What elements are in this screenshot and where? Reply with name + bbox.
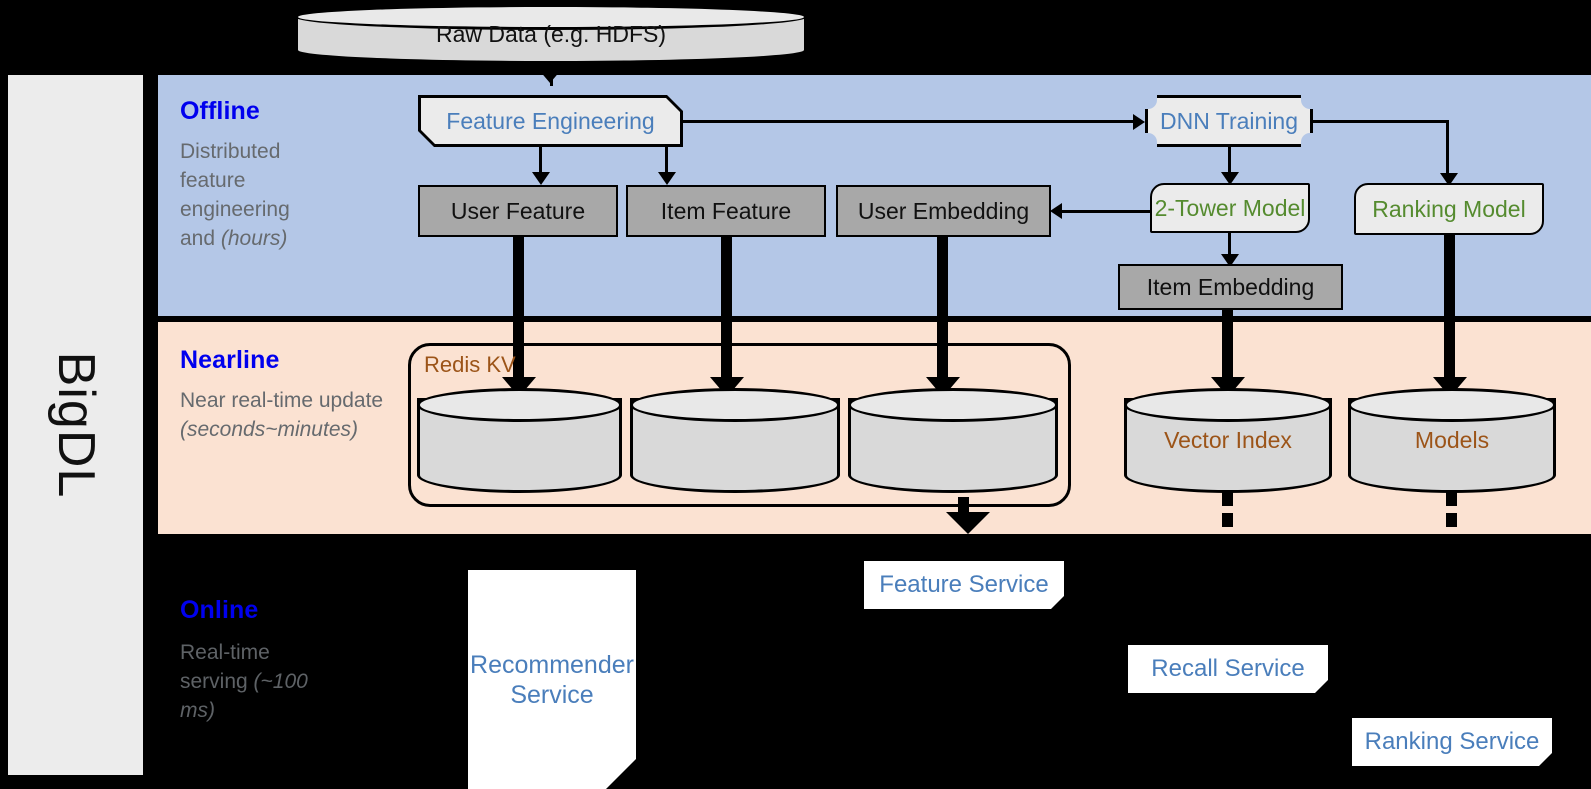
cylinder-top <box>417 388 622 422</box>
recall-service-doc[interactable]: Recall Service <box>1128 645 1328 693</box>
item-embedding-label: Item Embedding <box>1146 273 1315 300</box>
models-cylinder[interactable]: Models <box>1348 388 1556 493</box>
redis-store-3[interactable] <box>848 388 1058 493</box>
cylinder-top <box>295 4 807 30</box>
vector-index-label: Vector Index <box>1164 427 1292 453</box>
arrowhead-fe-itemfeature <box>658 172 676 185</box>
models-label: Models <box>1414 427 1490 453</box>
band-nearline-title: Nearline <box>180 346 280 374</box>
recommender-service-label: Recommender Service <box>470 650 634 709</box>
arrowhead-twotower-itememb <box>1221 254 1239 267</box>
connector-models-ranking-2 <box>1446 513 1457 527</box>
page-fold-icon <box>606 759 636 789</box>
dnn-training-box[interactable]: DNN Training <box>1143 93 1315 149</box>
redis-store-3-label <box>848 388 1058 493</box>
cylinder-top <box>848 388 1058 422</box>
dnn-training-label: DNN Training <box>1148 98 1310 144</box>
connector-dnn-ranking-h <box>1313 120 1449 123</box>
vector-index-cylinder[interactable]: Vector Index <box>1124 388 1332 493</box>
redis-store-1[interactable] <box>417 388 622 493</box>
bigdl-label: BigDL <box>46 351 105 499</box>
page-fold-icon <box>1051 596 1064 609</box>
arrowhead-twotower-userembedding <box>1050 203 1062 219</box>
pipe-itemfeature-store <box>721 237 732 389</box>
cylinder-top <box>1348 388 1556 422</box>
connector-models-ranking-1 <box>1446 490 1457 506</box>
bigdl-sidebar: BigDL <box>8 75 143 775</box>
feature-engineering-label: Feature Engineering <box>421 98 680 144</box>
user-embedding-label: User Embedding <box>857 197 1030 224</box>
item-embedding-box[interactable]: Item Embedding <box>1118 264 1343 310</box>
pipe-rankingmodel-models <box>1444 235 1455 389</box>
arrowhead-fe-dnn <box>1133 114 1145 130</box>
arrowhead-dnn-twotower <box>1221 172 1239 185</box>
raw-data-label: Raw Data (e.g. HDFS) <box>435 20 667 47</box>
redis-kv-label: Redis KV <box>424 352 516 377</box>
band-offline-desc-emphasis: (hours) <box>220 227 288 250</box>
cylinder-top <box>1124 388 1332 422</box>
connector-dnn-twotower <box>1228 147 1231 177</box>
raw-data-cylinder: Raw Data (e.g. HDFS) <box>295 4 807 64</box>
page-fold-icon <box>1539 753 1552 766</box>
recall-service-label: Recall Service <box>1151 655 1305 682</box>
item-feature-box[interactable]: Item Feature <box>626 185 826 237</box>
connector-redis-featureservice <box>958 497 969 513</box>
band-online-description: Real-time serving (~100 ms) <box>180 638 330 725</box>
band-offline-description: Distributed feature engineering and (hou… <box>180 137 320 253</box>
ranking-service-label: Ranking Service <box>1364 728 1540 755</box>
pipe-userfeature-store <box>513 237 524 389</box>
arrowhead-dnn-ranking <box>1440 173 1458 186</box>
pipe-userembedding-store <box>937 237 948 389</box>
feature-service-label: Feature Service <box>879 571 1049 598</box>
band-nearline-desc-emphasis: (seconds~minutes) <box>180 418 358 441</box>
item-feature-label: Item Feature <box>660 197 792 224</box>
band-offline-desc-text: Distributed feature engineering and <box>180 140 290 250</box>
band-nearline-desc-text: Near real-time update <box>180 389 384 412</box>
redis-store-1-label <box>417 388 622 493</box>
connector-dnn-ranking-v <box>1446 120 1449 178</box>
band-offline-title: Offline <box>180 97 260 125</box>
two-tower-model-label: 2-Tower Model <box>1154 194 1306 221</box>
feature-engineering-box[interactable]: Feature Engineering <box>418 95 683 147</box>
connector-vectorindex-recall-2 <box>1222 513 1233 527</box>
user-feature-box[interactable]: User Feature <box>418 185 618 237</box>
redis-kv-container <box>408 343 1071 507</box>
connector-fe-itemfeature <box>665 147 668 175</box>
band-online-desc-text: Real-time serving <box>180 641 270 693</box>
redis-store-2[interactable] <box>630 388 840 493</box>
cylinder-top <box>630 388 840 422</box>
page-fold-icon <box>1315 680 1328 693</box>
connector-fe-userfeature <box>539 147 542 175</box>
arrowhead-fe-userfeature <box>532 172 550 185</box>
user-feature-label: User Feature <box>450 197 586 224</box>
feature-service-doc[interactable]: Feature Service <box>864 561 1064 609</box>
connector-vectorindex-recall-1 <box>1222 490 1233 506</box>
user-embedding-box[interactable]: User Embedding <box>836 185 1051 237</box>
recommender-service-doc[interactable]: Recommender Service <box>468 570 636 789</box>
band-online-desc-emphasis: (~100 ms) <box>180 670 308 722</box>
connector-twotower-itememb <box>1228 233 1231 259</box>
pipe-itememb-vectorindex <box>1222 310 1233 388</box>
two-tower-model-box[interactable]: 2-Tower Model <box>1150 183 1310 233</box>
arrowhead-rawdata-fe <box>533 63 567 83</box>
ranking-model-box[interactable]: Ranking Model <box>1354 183 1544 235</box>
band-nearline-description: Near real-time update (seconds~minutes) <box>180 386 410 444</box>
ranking-model-label: Ranking Model <box>1372 195 1526 222</box>
connector-fe-dnn <box>683 120 1135 123</box>
connector-twotower-userembedding <box>1062 210 1152 213</box>
ranking-service-doc[interactable]: Ranking Service <box>1352 718 1552 766</box>
redis-store-2-label <box>630 388 840 493</box>
band-online-title: Online <box>180 596 259 624</box>
arrowhead-redis-featureservice <box>946 512 990 534</box>
